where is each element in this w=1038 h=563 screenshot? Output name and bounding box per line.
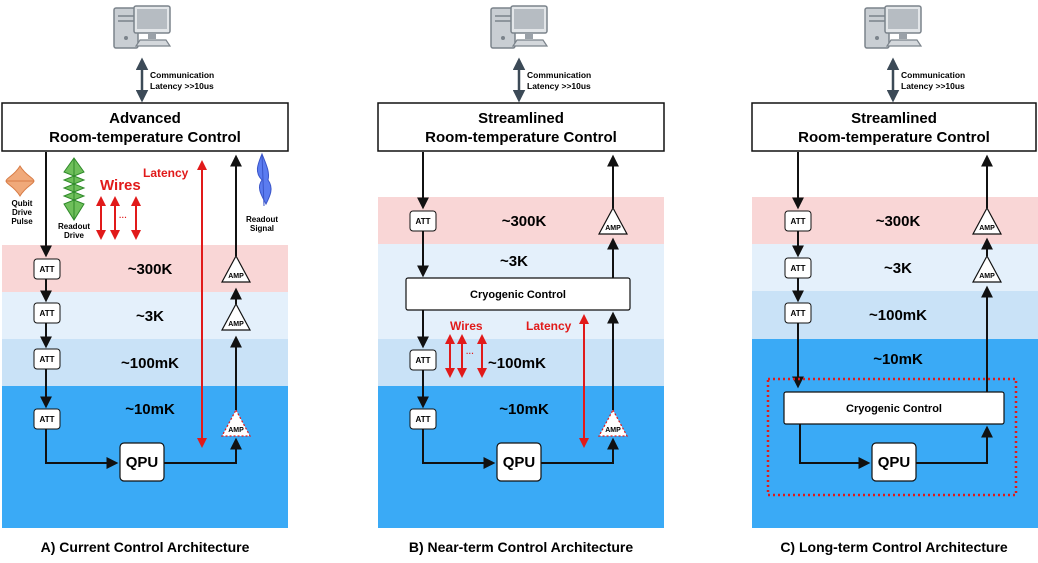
cryogenic-control-box xyxy=(405,277,631,311)
qpu-label: QPU xyxy=(878,454,911,471)
readout-signal-label-2: Signal xyxy=(250,224,274,233)
qubit-drive-pulse-icon xyxy=(5,165,35,197)
cryogenic-control-label: Cryogenic Control xyxy=(470,289,566,301)
temp-3k: ~3K xyxy=(136,308,164,325)
wires-label: Wires xyxy=(100,177,141,194)
amp-300k xyxy=(220,254,252,283)
readout-drive-label-2: Drive xyxy=(64,231,85,240)
room-temperature-control-box xyxy=(751,102,1037,152)
latency-label: Latency xyxy=(143,166,189,180)
desktop-computer-icon xyxy=(113,5,171,49)
qubit-label-1: Qubit xyxy=(12,199,33,208)
desktop-computer-icon xyxy=(490,5,548,49)
panel-b: Communication Latency >>10us Streamlined… xyxy=(377,5,665,555)
att-label: ATT xyxy=(791,264,806,273)
control-title-1: Streamlined xyxy=(478,110,564,127)
cryogenic-control-box xyxy=(783,391,1005,425)
amp-300k xyxy=(971,206,1003,235)
qpu-label: QPU xyxy=(503,454,536,471)
temp-3k: ~3K xyxy=(500,253,528,270)
room-temperature-control-box xyxy=(377,102,665,152)
control-title-1: Streamlined xyxy=(851,110,937,127)
amp-10mk xyxy=(220,408,252,437)
att-label: ATT xyxy=(40,309,55,318)
amp-10mk xyxy=(597,408,629,437)
att-label: ATT xyxy=(416,356,431,365)
att-label: ATT xyxy=(40,355,55,364)
amp-label: AMP xyxy=(228,427,244,434)
amp-label: AMP xyxy=(605,225,621,232)
att-label: ATT xyxy=(416,217,431,226)
caption-b: B) Near-term Control Architecture xyxy=(409,539,634,555)
att-label: ATT xyxy=(791,217,806,226)
amp-label: AMP xyxy=(228,273,244,280)
amp-3k xyxy=(220,302,252,331)
panel-a: Communication Latency >>10us Advanced Ro… xyxy=(1,5,289,555)
control-title-2: Room-temperature Control xyxy=(425,129,617,146)
comm-latency-label-1: Communication xyxy=(527,70,591,80)
room-temperature-control-box xyxy=(1,102,289,152)
comm-latency-label-1: Communication xyxy=(901,70,965,80)
temp-3k: ~3K xyxy=(884,260,912,277)
temp-100mk: ~100mK xyxy=(121,355,179,372)
temp-10mk: ~10mK xyxy=(873,351,923,368)
temp-100mk: ~100mK xyxy=(488,355,546,372)
amp-label: AMP xyxy=(605,427,621,434)
qubit-label-2: Drive xyxy=(12,208,33,217)
temp-300k: ~300K xyxy=(876,213,921,230)
comm-latency-label-2: Latency >>10us xyxy=(901,81,965,91)
amp-label: AMP xyxy=(979,225,995,232)
temp-300k: ~300K xyxy=(128,261,173,278)
control-title-2: Room-temperature Control xyxy=(49,129,241,146)
temp-10mk: ~10mK xyxy=(499,401,549,418)
att-label: ATT xyxy=(791,309,806,318)
att-label: ATT xyxy=(416,415,431,424)
readout-drive-waveform-icon xyxy=(62,157,86,221)
amp-3k xyxy=(971,254,1003,283)
latency-label: Latency xyxy=(526,319,572,333)
readout-drive-label-1: Readout xyxy=(58,222,90,231)
caption-c: C) Long-term Control Architecture xyxy=(780,539,1008,555)
qpu-label: QPU xyxy=(126,454,159,471)
control-title-1: Advanced xyxy=(109,110,181,127)
temp-300k: ~300K xyxy=(502,213,547,230)
temp-10mk: ~10mK xyxy=(125,401,175,418)
readout-signal-label-1: Readout xyxy=(246,215,278,224)
comm-latency-label-1: Communication xyxy=(150,70,214,80)
cryogenic-integration-boundary xyxy=(766,377,1018,497)
wires-dots: ··· xyxy=(119,213,127,222)
caption-a: A) Current Control Architecture xyxy=(41,539,250,555)
wires-label: Wires xyxy=(450,319,483,333)
panel-c: Communication Latency >>10us Streamlined… xyxy=(751,5,1038,555)
temp-100mk: ~100mK xyxy=(869,307,927,324)
wires-dots: ··· xyxy=(466,349,474,358)
amp-label: AMP xyxy=(228,321,244,328)
att-label: ATT xyxy=(40,265,55,274)
qubit-label-3: Pulse xyxy=(11,217,33,226)
cryogenic-control-label: Cryogenic Control xyxy=(846,403,942,415)
att-label: ATT xyxy=(40,415,55,424)
comm-latency-label-2: Latency >>10us xyxy=(527,81,591,91)
comm-latency-label-2: Latency >>10us xyxy=(150,81,214,91)
amp-label: AMP xyxy=(979,273,995,280)
control-title-2: Room-temperature Control xyxy=(798,129,990,146)
readout-signal-waveform-icon xyxy=(256,152,272,207)
desktop-computer-icon xyxy=(864,5,922,49)
amp-300k xyxy=(597,206,629,235)
